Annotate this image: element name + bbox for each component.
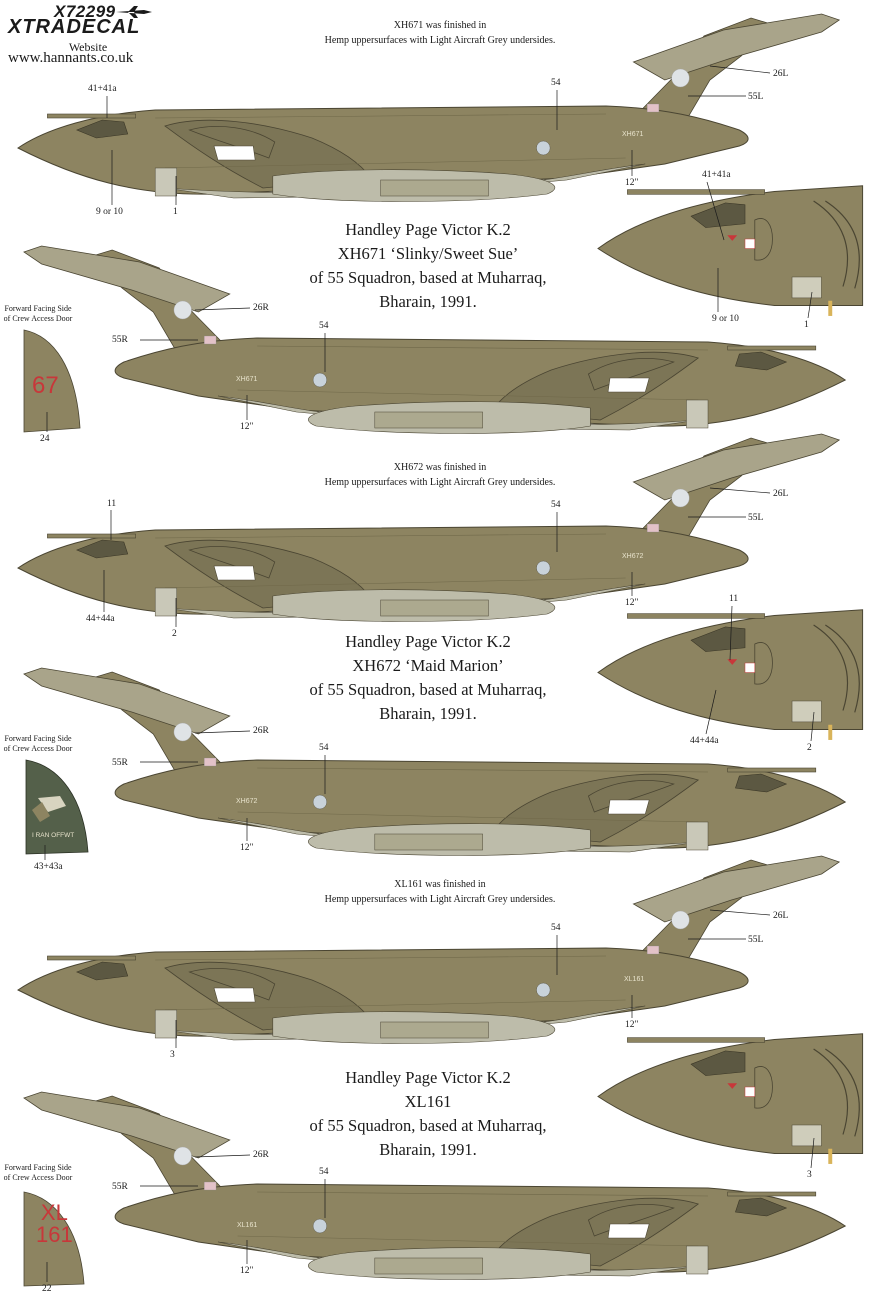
- serial-marking-left-2: XH672: [622, 553, 644, 560]
- aircraft-title-1: Handley Page Victor K.2 XH671 ‘Slinky/Sw…: [309, 220, 547, 311]
- callout-fin-flash-3: 55L: [748, 935, 764, 945]
- serial-marking-right-2: XH672: [236, 798, 258, 805]
- crew-door-2: [25, 759, 89, 855]
- callout-intake-r1: 54: [319, 321, 329, 331]
- callout-tail-r1: 12": [240, 422, 254, 432]
- callout-fin-flash-1: 55L: [748, 92, 764, 102]
- product-code: X72299: [54, 2, 116, 21]
- serial-marking-left-3: XL161: [624, 976, 645, 983]
- callout-bay-3: 3: [170, 1050, 175, 1060]
- callout-fin-roundel-3: 26L: [773, 911, 789, 921]
- door-art-3-line2: 161: [36, 1222, 73, 1247]
- serial-marking-right-3: XL161: [237, 1222, 258, 1229]
- nose-callout-top-2: 11: [729, 594, 739, 604]
- callout-intake-2: 54: [551, 500, 561, 510]
- callout-tail-3: 12": [625, 1020, 639, 1030]
- callout-tail-1: 12": [625, 178, 639, 188]
- callout-nose-1: 41+41a: [88, 84, 117, 94]
- callout-fin-roundel-r2: 26R: [253, 726, 269, 736]
- callout-fin-roundel-1: 26L: [773, 69, 789, 79]
- door-art-2: I RAN OFFWT: [32, 832, 75, 839]
- aircraft-profile-left-3: [17, 855, 840, 1044]
- finish-note-1: XH671 was finished in Hemp uppersurfaces…: [324, 20, 556, 46]
- callout-intake-r3: 54: [319, 1167, 329, 1177]
- door-caption-3: Forward Facing Side of Crew Access Door: [3, 1163, 73, 1182]
- product-header: X72299 XTRADECAL Website www.hannants.co…: [8, 2, 168, 66]
- website-url[interactable]: www.hannants.co.uk: [8, 50, 134, 66]
- serial-marking-right-1: XH671: [236, 376, 258, 383]
- door-art-3: XL 161: [36, 1202, 73, 1246]
- callout-fin-roundel-r3: 26R: [253, 1150, 269, 1160]
- callout-bay-2: 2: [172, 629, 177, 639]
- finish-note-3: XL161 was finished in Hemp uppersurfaces…: [324, 879, 556, 905]
- callout-nose-2: 11: [107, 499, 117, 509]
- callout-fin-roundel-2: 26L: [773, 489, 789, 499]
- callout-tail-r2: 12": [240, 843, 254, 853]
- callout-intake-r2: 54: [319, 743, 329, 753]
- callout-intake-1: 54: [551, 78, 561, 88]
- door-art-1: 67: [32, 372, 59, 399]
- crew-door-3: [23, 1191, 85, 1287]
- aircraft-profile-right-1: [22, 232, 876, 452]
- aircraft-profile-right-3: [22, 1082, 876, 1282]
- nose-callout-bay-2: 2: [807, 743, 812, 753]
- callout-fwd-1: 9 or 10: [96, 207, 123, 217]
- callout-tail-r3: 12": [240, 1266, 254, 1276]
- callout-bay-1: 1: [173, 207, 178, 217]
- door-caption-1: Forward Facing Side of Crew Access Door: [3, 304, 73, 323]
- nose-callout-bottom-1: 9 or 10: [712, 314, 739, 324]
- callout-fin-flash-r1: 55R: [112, 335, 128, 345]
- door-number-2: 43+43a: [34, 862, 63, 872]
- crew-door-1: [23, 329, 81, 433]
- nose-callout-top-1: 41+41a: [702, 170, 731, 180]
- callout-fin-flash-2: 55L: [748, 513, 764, 523]
- door-number-1: 24: [40, 434, 50, 444]
- nose-callout-bottom-2: 44+44a: [690, 736, 719, 746]
- website-label: Website: [68, 40, 108, 54]
- nose-callout-bay-1: 1: [804, 320, 809, 330]
- callout-tail-2: 12": [625, 598, 639, 608]
- aircraft-logo-icon: [116, 6, 152, 18]
- callout-fin-roundel-r1: 26R: [253, 303, 269, 313]
- callout-intake-3: 54: [551, 923, 561, 933]
- callout-fin-flash-r2: 55R: [112, 758, 128, 768]
- aircraft-title-2: Handley Page Victor K.2 XH672 ‘Maid Mari…: [309, 632, 547, 723]
- door-number-3: 22: [42, 1284, 52, 1294]
- aircraft-profile-right-2: [22, 654, 876, 874]
- brand-logo: XTRADECAL: [8, 16, 141, 38]
- finish-note-2: XH672 was finished in Hemp uppersurfaces…: [324, 462, 556, 488]
- serial-marking-left-1: XH671: [622, 131, 644, 138]
- callout-fin-flash-r3: 55R: [112, 1182, 128, 1192]
- callout-fwd-2: 44+44a: [86, 614, 115, 624]
- aircraft-title-3: Handley Page Victor K.2 XL161 of 55 Squa…: [309, 1068, 547, 1159]
- nose-callout-bay-3: 3: [807, 1170, 812, 1180]
- door-caption-2: Forward Facing Side of Crew Access Door: [3, 734, 73, 753]
- door-art-3-line1: XL: [40, 1200, 68, 1225]
